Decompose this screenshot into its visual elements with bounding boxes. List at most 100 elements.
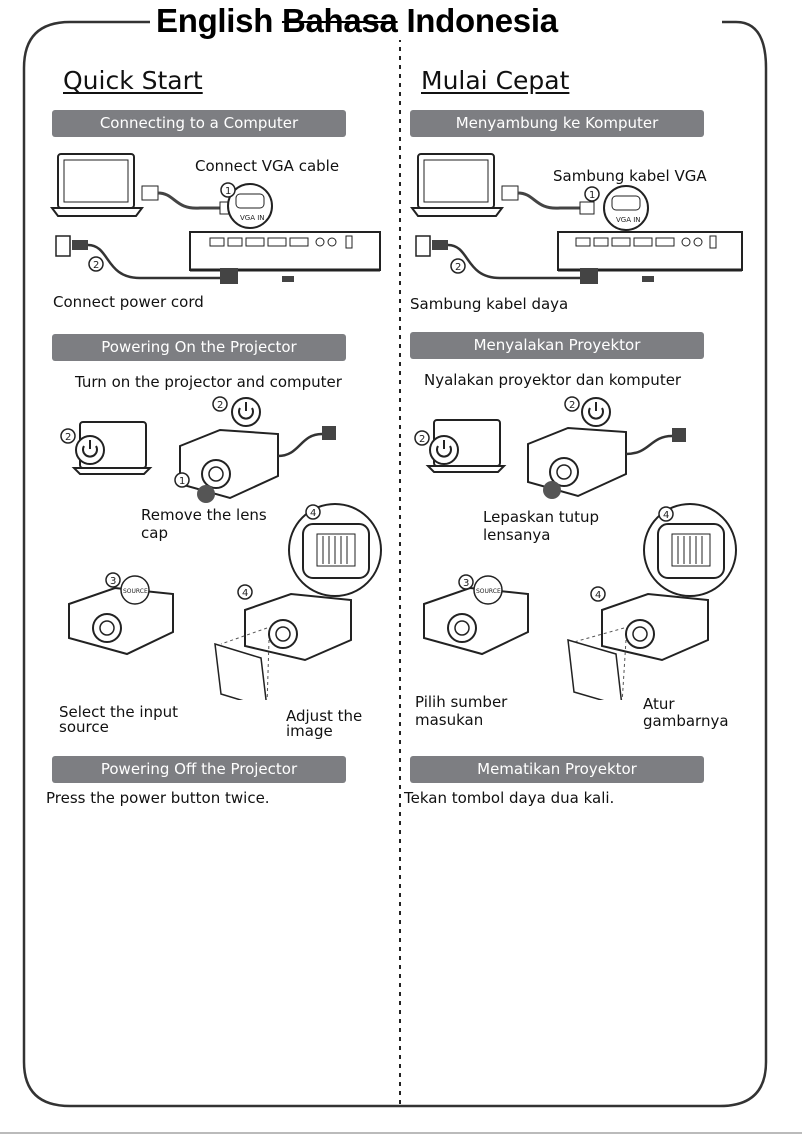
step-3-badge: 3 bbox=[105, 572, 121, 588]
source-button-icon: SOURCE bbox=[120, 575, 150, 605]
right-source-adjust-illustration: 4 SOURCE 3 4 bbox=[423, 503, 737, 700]
right-poweroff-caption: Tekan tombol daya dua kali. bbox=[404, 789, 615, 807]
power-button-icon bbox=[231, 397, 261, 427]
right-section-powering-on: Menyalakan Proyektor bbox=[410, 332, 704, 359]
step-2-badge: 2 bbox=[450, 258, 466, 274]
laptop-icon bbox=[410, 153, 504, 217]
step-1-badge: 1 bbox=[220, 182, 236, 198]
lens-cap-icon bbox=[197, 485, 215, 503]
left-section-connecting: Connecting to a Computer bbox=[52, 110, 346, 137]
vga-cable-icon bbox=[501, 185, 595, 215]
power-cord-icon bbox=[277, 432, 323, 458]
left-poweroff-caption: Press the power button twice. bbox=[46, 789, 270, 807]
projector-icon bbox=[527, 426, 627, 498]
svg-text:1: 1 bbox=[225, 186, 231, 197]
step-1-badge: 1 bbox=[174, 472, 190, 488]
header-bahasa: Bahasa bbox=[281, 2, 398, 39]
left-poweron-illustration: 2 2 1 bbox=[60, 396, 336, 503]
power-button-icon bbox=[581, 397, 611, 427]
step-4-badge: 4 bbox=[590, 586, 606, 602]
svg-text:4: 4 bbox=[663, 510, 669, 521]
projection-screen-icon bbox=[567, 627, 627, 700]
left-source-adjust-illustration: 4 SOURCE 3 4 bbox=[68, 503, 382, 700]
svg-text:2: 2 bbox=[93, 260, 99, 271]
power-cord-icon bbox=[87, 243, 220, 280]
svg-text:3: 3 bbox=[463, 578, 469, 589]
right-poweron-caption: Nyalakan proyektor dan komputer bbox=[424, 371, 682, 389]
vga-cable-icon bbox=[141, 185, 235, 215]
left-power-caption: Connect power cord bbox=[53, 293, 204, 311]
language-header: English Bahasa Indonesia bbox=[152, 2, 562, 40]
step-2-badge: 2 bbox=[88, 256, 104, 272]
projector-icon bbox=[601, 592, 709, 662]
left-connection-illustration: VGA IN 1 2 bbox=[50, 153, 381, 284]
left-title: Quick Start bbox=[63, 66, 203, 95]
right-adjust-line1: Atur bbox=[643, 695, 675, 713]
step-2-badge: 2 bbox=[414, 430, 430, 446]
projector-rear-icon bbox=[189, 231, 381, 282]
projector-icon bbox=[244, 592, 352, 662]
step-3-badge: 3 bbox=[458, 574, 474, 590]
left-lens-line2: cap bbox=[141, 524, 168, 542]
right-adjust-line2: gambarnya bbox=[643, 712, 729, 730]
svg-text:2: 2 bbox=[455, 262, 461, 273]
projector-icon bbox=[68, 586, 174, 656]
vga-port-label: VGA IN bbox=[616, 216, 641, 224]
svg-text:4: 4 bbox=[595, 590, 601, 601]
right-lens-line1: Lepaskan tutup bbox=[483, 508, 600, 526]
wall-outlet-icon bbox=[55, 235, 88, 257]
power-button-icon bbox=[75, 435, 105, 465]
left-lens-line1: Remove the lens bbox=[141, 506, 267, 524]
left-source-line2: source bbox=[59, 718, 109, 736]
right-lens-line2: lensanya bbox=[483, 526, 551, 544]
right-source-line1: Pilih sumber bbox=[415, 693, 508, 711]
svg-text:1: 1 bbox=[179, 476, 185, 487]
right-connection-illustration: VGA IN 1 2 bbox=[410, 153, 743, 284]
svg-text:2: 2 bbox=[217, 400, 223, 411]
left-poweron-caption: Turn on the projector and computer bbox=[75, 373, 342, 391]
laptop-icon bbox=[50, 153, 144, 217]
lens-cap-icon bbox=[543, 481, 561, 499]
left-section-powering-off: Powering Off the Projector bbox=[52, 756, 346, 783]
svg-text:4: 4 bbox=[310, 508, 316, 519]
svg-text:SOURCE: SOURCE bbox=[476, 588, 501, 595]
wall-outlet-icon bbox=[415, 235, 448, 257]
left-vga-caption: Connect VGA cable bbox=[195, 157, 340, 175]
right-vga-caption: Sambung kabel VGA bbox=[553, 167, 707, 185]
step-1-badge: 1 bbox=[584, 186, 600, 202]
projection-screen-icon bbox=[214, 627, 270, 700]
step-4-badge: 4 bbox=[658, 506, 674, 522]
svg-text:2: 2 bbox=[65, 432, 71, 443]
right-title: Mulai Cepat bbox=[421, 66, 570, 95]
step-4-badge: 4 bbox=[237, 584, 253, 600]
left-section-powering-on: Powering On the Projector bbox=[52, 334, 346, 361]
right-poweron-illustration: 2 2 bbox=[414, 396, 686, 499]
left-adjust-line2: image bbox=[286, 722, 333, 740]
svg-text:SOURCE: SOURCE bbox=[123, 588, 148, 595]
step-2-badge: 2 bbox=[564, 396, 580, 412]
right-section-powering-off: Mematikan Proyektor bbox=[410, 756, 704, 783]
svg-text:2: 2 bbox=[569, 400, 575, 411]
left-adjust-line1: Adjust the bbox=[286, 707, 363, 725]
svg-text:4: 4 bbox=[242, 588, 248, 599]
step-4-badge: 4 bbox=[305, 504, 321, 520]
power-cord-icon bbox=[625, 434, 673, 456]
source-button-icon: SOURCE bbox=[473, 575, 503, 605]
right-section-connecting: Menyambung ke Komputer bbox=[410, 110, 704, 137]
projector-icon bbox=[179, 428, 279, 500]
svg-text:1: 1 bbox=[589, 190, 595, 201]
left-source-line1: Select the input bbox=[59, 703, 179, 721]
focus-ring-zoom-icon bbox=[288, 503, 382, 597]
svg-text:3: 3 bbox=[110, 576, 116, 587]
step-2-badge: 2 bbox=[212, 396, 228, 412]
focus-ring-zoom-icon bbox=[643, 503, 737, 597]
vga-port-label: VGA IN bbox=[240, 214, 265, 222]
svg-text:2: 2 bbox=[419, 434, 425, 445]
power-button-icon bbox=[429, 435, 459, 465]
header-english: English bbox=[156, 2, 274, 39]
projector-icon bbox=[423, 586, 529, 656]
step-2-badge: 2 bbox=[60, 428, 76, 444]
right-source-line2: masukan bbox=[415, 711, 484, 729]
right-power-caption: Sambung kabel daya bbox=[410, 295, 569, 313]
